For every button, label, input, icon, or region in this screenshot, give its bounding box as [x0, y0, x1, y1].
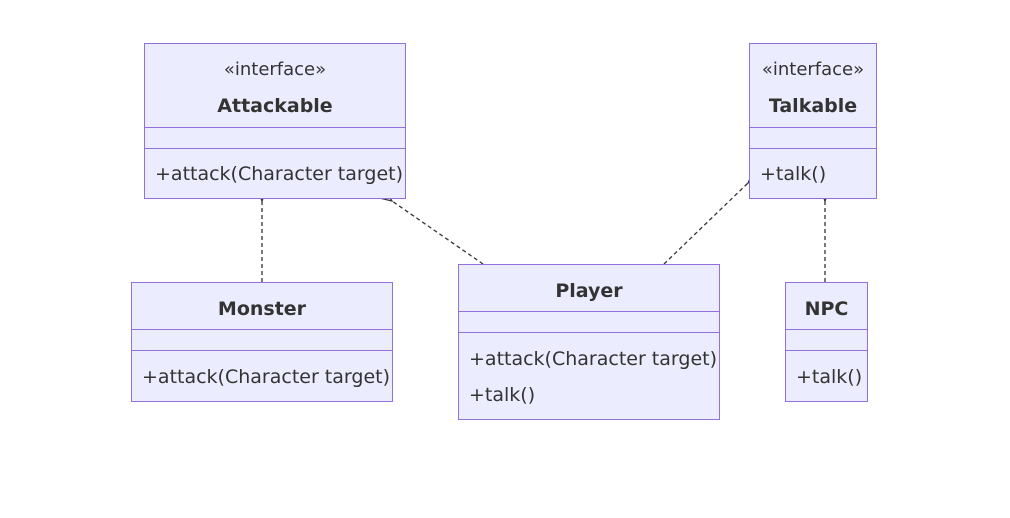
talkable-name: Talkable [768, 95, 858, 117]
attackable-divider-attributes [145, 127, 405, 128]
monster-name: Monster [217, 298, 307, 320]
attackable-method: +attack(Character target) [155, 163, 403, 185]
npc-divider-attributes [786, 329, 867, 330]
class-npc[interactable]: NPC +talk() [785, 282, 868, 402]
npc-name: NPC [804, 298, 849, 320]
talkable-divider-methods [750, 148, 876, 149]
player-divider-attributes [459, 311, 719, 312]
attackable-stereotype: «interface» [223, 59, 327, 80]
class-talkable[interactable]: «interface» Talkable +talk() [749, 43, 877, 199]
talkable-divider-attributes [750, 127, 876, 128]
class-attackable[interactable]: «interface» Attackable +attack(Character… [144, 43, 406, 199]
player-method-attack: +attack(Character target) [469, 348, 717, 370]
player-method-talk: +talk() [469, 384, 536, 406]
monster-divider-attributes [132, 329, 392, 330]
class-monster[interactable]: Monster +attack(Character target) [131, 282, 393, 402]
npc-divider-methods [786, 350, 867, 351]
player-implements-attackable-edge [392, 201, 484, 265]
player-name: Player [555, 280, 623, 302]
talkable-method: +talk() [760, 163, 827, 185]
attackable-name: Attackable [217, 95, 333, 117]
player-divider-methods [459, 332, 719, 333]
attackable-divider-methods [145, 148, 405, 149]
monster-method: +attack(Character target) [142, 366, 390, 388]
talkable-stereotype: «interface» [761, 59, 865, 80]
player-implements-talkable-edge [663, 183, 748, 265]
npc-method: +talk() [796, 366, 863, 388]
monster-divider-methods [132, 350, 392, 351]
class-player[interactable]: Player +attack(Character target) +talk() [458, 264, 720, 420]
